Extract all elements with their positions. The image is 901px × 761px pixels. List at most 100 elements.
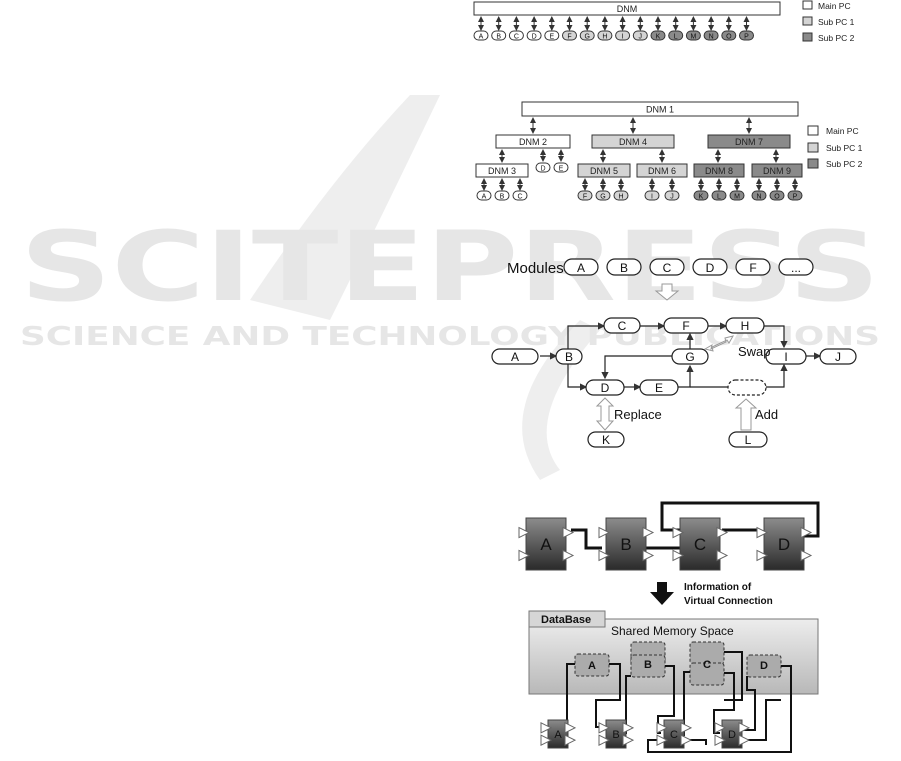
d1-module-e bbox=[544, 30, 560, 41]
top-module-c-in-port bbox=[672, 526, 685, 539]
top-module-a-body bbox=[525, 517, 567, 571]
node-d-label: D bbox=[601, 381, 610, 395]
module-list-item bbox=[606, 258, 642, 276]
shared-memory-label: Shared Memory Space bbox=[611, 624, 734, 638]
dnm6-box bbox=[636, 163, 688, 178]
d2-leaf-p-label: P bbox=[793, 194, 798, 201]
add-arrow bbox=[734, 398, 758, 431]
top-module-b-in-port bbox=[598, 526, 611, 539]
d2-leaf-b-label: B bbox=[500, 194, 505, 201]
d2-leaf-j bbox=[664, 190, 680, 201]
top-module-b-out-port bbox=[642, 526, 655, 539]
bottom-module-a-out-port bbox=[564, 734, 577, 746]
wire-m8 bbox=[742, 676, 756, 731]
d1-module-a bbox=[473, 30, 489, 41]
node-b-label: B bbox=[565, 350, 573, 364]
wire-m11 bbox=[690, 739, 707, 745]
replace-arrow bbox=[595, 397, 615, 431]
modules-label: Modules bbox=[507, 260, 564, 277]
mem-block-b-label: B bbox=[644, 659, 652, 671]
dnm9-label: DNM 9 bbox=[763, 166, 791, 176]
top-module-d-in-port bbox=[756, 526, 769, 539]
bottom-module-c-out-port bbox=[680, 722, 693, 734]
bottom-module-a: A bbox=[540, 719, 577, 749]
dnm2-leaf-d bbox=[535, 162, 551, 173]
d2-leaf-c-label: C bbox=[517, 194, 522, 201]
d1-module-a-label: A bbox=[479, 34, 484, 41]
d1-module-k-label: K bbox=[656, 34, 661, 41]
node-j bbox=[819, 348, 857, 365]
top-module-b: B bbox=[598, 517, 655, 571]
dnm8-box bbox=[693, 163, 745, 178]
node-f-label: F bbox=[682, 319, 689, 333]
d2-leaf-h-label: H bbox=[618, 194, 623, 201]
dnm-top-box bbox=[473, 1, 781, 16]
wire-m9 bbox=[647, 665, 792, 753]
bottom-module-b-out-port bbox=[622, 722, 635, 734]
d2-leaf-j-label: J bbox=[670, 194, 674, 201]
dnm2-box bbox=[495, 134, 571, 149]
d2-leaf-f-label: F bbox=[583, 194, 587, 201]
d2-leaf-l-label: L bbox=[717, 194, 721, 201]
diagram-2: DNM 1 DNM 2 DNM 4 DNM 7 D E DNM 3 DNM 5 … bbox=[475, 101, 863, 201]
d1-module-e-label: E bbox=[549, 34, 554, 41]
top-module-c-out-port bbox=[716, 549, 729, 562]
module-list-item-label: F bbox=[749, 261, 756, 275]
legend-1-swatch-main bbox=[802, 0, 813, 10]
wire-m1 bbox=[566, 663, 575, 727]
d1-module-k bbox=[650, 30, 666, 41]
d1-module-f-label: F bbox=[567, 34, 571, 41]
node-f bbox=[663, 317, 709, 334]
module-list-item-label: C bbox=[663, 261, 672, 275]
legend-2-swatch-sub2 bbox=[807, 158, 819, 169]
legend-2-sub2: Sub PC 2 bbox=[826, 159, 863, 169]
d1-module-n-label: N bbox=[709, 34, 714, 41]
module-list-item bbox=[778, 258, 814, 276]
legend-2-main: Main PC bbox=[826, 126, 859, 136]
dnm5-label: DNM 5 bbox=[590, 166, 618, 176]
d2-leaf-l bbox=[711, 190, 727, 201]
dnm4-box bbox=[591, 134, 675, 149]
module-list-item bbox=[649, 258, 685, 276]
top-module-a-out-port bbox=[562, 549, 575, 562]
top-module-c: C bbox=[672, 517, 729, 571]
legend-1-sub2: Sub PC 2 bbox=[818, 33, 855, 43]
bottom-module-d: D bbox=[714, 719, 751, 749]
d1-module-c bbox=[508, 30, 524, 41]
node-a-label: A bbox=[511, 350, 519, 364]
legend-2-swatch-sub1 bbox=[807, 142, 819, 153]
d1-module-n bbox=[703, 30, 719, 41]
bottom-module-a-out-port bbox=[564, 722, 577, 734]
swap-arrow bbox=[703, 335, 735, 352]
legend-2-sub1: Sub PC 1 bbox=[826, 143, 863, 153]
node-c-label: C bbox=[618, 319, 627, 333]
d1-module-h bbox=[597, 30, 613, 41]
bottom-module-b-label: B bbox=[612, 729, 619, 741]
d1-module-m bbox=[685, 30, 701, 41]
top-module-b-out-port bbox=[642, 549, 655, 562]
d1-module-g-label: G bbox=[584, 34, 589, 41]
edge-b-c bbox=[567, 322, 606, 349]
replace-label: Replace bbox=[614, 407, 662, 422]
d1-module-j-label: J bbox=[639, 34, 643, 41]
node-g-label: G bbox=[685, 350, 694, 364]
node-c bbox=[603, 317, 641, 334]
legend-2-swatch-main bbox=[807, 125, 819, 136]
node-l-label: L bbox=[745, 433, 752, 447]
top-module-b-label: B bbox=[620, 535, 631, 554]
bottom-module-a-label: A bbox=[554, 729, 562, 741]
top-module-d-out-port bbox=[800, 549, 813, 562]
swap-label: Swap bbox=[738, 344, 771, 359]
module-list-item-label: A bbox=[577, 261, 585, 275]
top-module-d-in-port bbox=[756, 549, 769, 562]
dnm1-label: DNM 1 bbox=[646, 105, 674, 115]
database-tab-label: DataBase bbox=[541, 614, 591, 626]
bottom-module-d-body bbox=[721, 719, 743, 749]
bottom-module-c: C bbox=[656, 719, 693, 749]
legend-1-swatch-sub1 bbox=[802, 16, 813, 26]
node-l bbox=[728, 431, 768, 448]
node-a bbox=[491, 348, 539, 365]
